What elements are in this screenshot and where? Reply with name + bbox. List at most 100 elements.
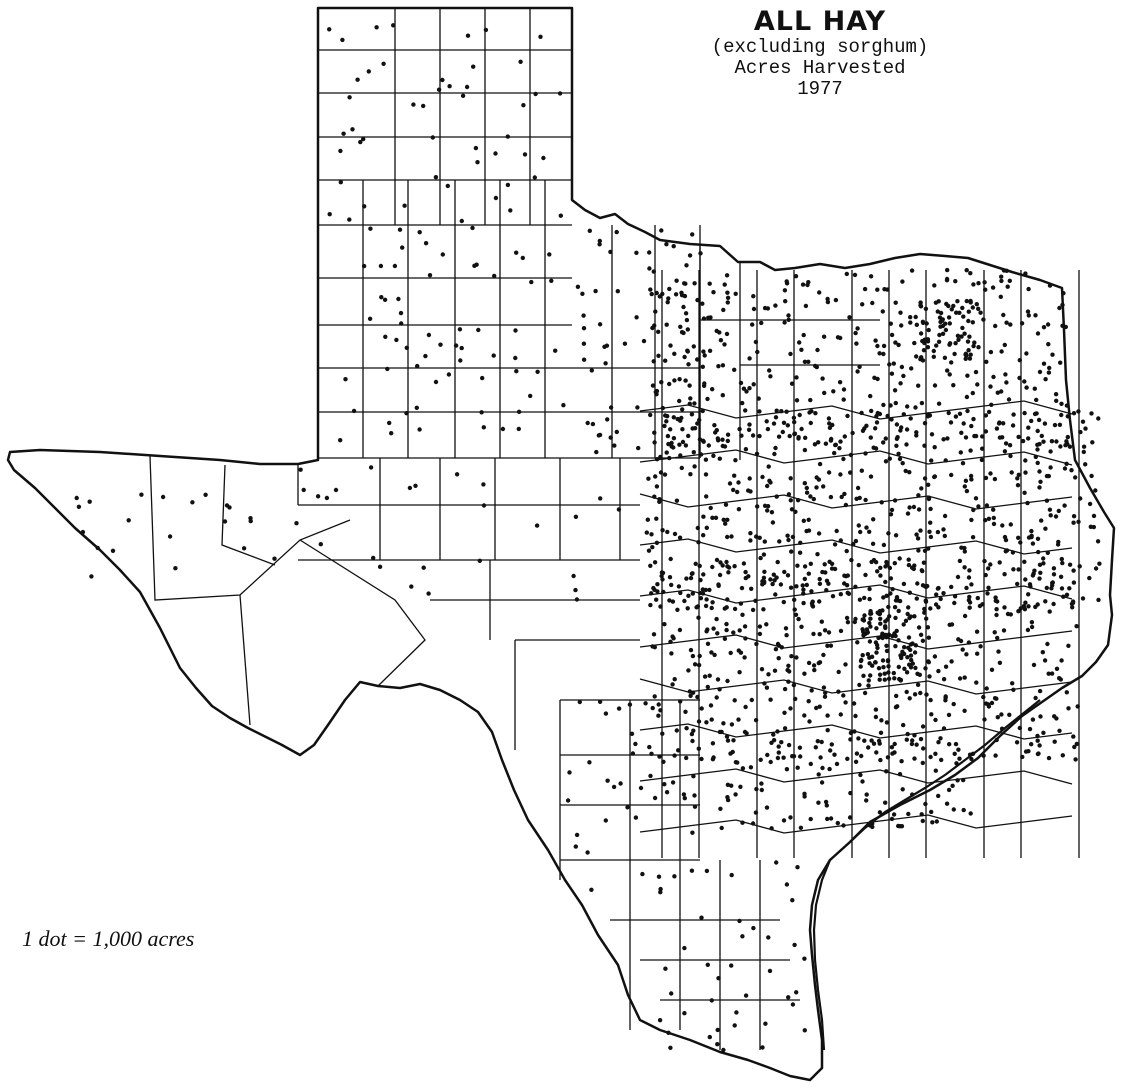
- hay-dot: [808, 397, 813, 403]
- hay-dot: [859, 753, 864, 759]
- hay-dot: [722, 636, 728, 641]
- hay-dot: [656, 874, 662, 879]
- hay-dot: [921, 746, 926, 751]
- hay-dot: [916, 507, 922, 512]
- hay-dot: [880, 309, 885, 314]
- hay-dot: [704, 629, 709, 634]
- hay-dot: [1089, 411, 1094, 416]
- hay-dot: [867, 586, 872, 592]
- hay-dot: [668, 1045, 673, 1051]
- hay-dot: [732, 698, 737, 703]
- hay-dot: [889, 371, 895, 376]
- hay-dot: [825, 728, 830, 733]
- hay-dot: [893, 533, 899, 538]
- hay-dot: [755, 349, 760, 355]
- hay-dot: [773, 303, 778, 308]
- hay-dot: [1062, 503, 1067, 508]
- hay-dot: [667, 598, 672, 603]
- hay-dot: [1062, 466, 1068, 471]
- hay-dot: [896, 664, 901, 670]
- hay-dot: [678, 453, 683, 458]
- hay-dot: [738, 601, 744, 606]
- hay-dot: [981, 317, 986, 322]
- hay-dot: [1080, 419, 1086, 424]
- hay-dot: [794, 398, 800, 403]
- hay-dot: [853, 759, 859, 764]
- hay-dot: [426, 332, 432, 338]
- hay-dot: [887, 614, 892, 619]
- hay-dot: [1035, 602, 1040, 607]
- hay-dot: [459, 345, 464, 351]
- hay-dot: [1037, 485, 1042, 490]
- hay-dot: [926, 546, 931, 551]
- county-line: [639, 449, 1073, 466]
- hay-dot: [1071, 411, 1077, 416]
- hay-dot: [769, 510, 775, 515]
- hay-dot: [750, 607, 756, 613]
- hay-dot: [1035, 536, 1041, 541]
- hay-dot: [759, 667, 765, 672]
- hay-dot: [952, 600, 957, 606]
- hay-dot: [896, 342, 901, 348]
- hay-dot: [889, 816, 895, 822]
- hay-dot: [492, 273, 497, 279]
- hay-dot: [983, 413, 989, 418]
- county-line: [639, 814, 1073, 834]
- hay-dot: [864, 627, 870, 632]
- hay-dot: [574, 597, 580, 602]
- hay-dot: [863, 497, 868, 503]
- hay-dot: [670, 780, 676, 785]
- hay-dot: [691, 450, 696, 455]
- hay-dot: [714, 557, 720, 563]
- hay-dot: [433, 175, 439, 180]
- hay-dot: [936, 668, 941, 674]
- hay-dot: [1057, 305, 1062, 311]
- hay-dot: [986, 516, 992, 521]
- hay-dot: [826, 581, 831, 586]
- hay-dot: [760, 1045, 765, 1050]
- hay-dot: [736, 507, 742, 512]
- hay-dot: [666, 296, 671, 301]
- hay-dot: [882, 677, 887, 682]
- hay-dot: [796, 616, 801, 622]
- hay-dot: [681, 304, 686, 310]
- hay-dot: [916, 625, 922, 630]
- hay-dot: [710, 741, 716, 746]
- hay-dot: [553, 348, 558, 353]
- hay-dot: [966, 640, 972, 645]
- hay-dot: [460, 93, 466, 99]
- hay-dot: [893, 705, 899, 710]
- hay-dot: [679, 465, 684, 471]
- hay-dot: [877, 810, 883, 815]
- hay-dot: [789, 381, 795, 386]
- hay-dot: [894, 443, 899, 448]
- hay-dot: [597, 238, 602, 244]
- hay-dot: [835, 820, 840, 826]
- hay-dot: [1061, 291, 1066, 296]
- hay-dot: [695, 357, 700, 362]
- hay-dot: [905, 731, 910, 737]
- hay-dot: [967, 594, 972, 600]
- hay-dot: [747, 476, 752, 481]
- hay-dot: [878, 573, 883, 578]
- hay-dot: [935, 309, 940, 314]
- hay-dot: [948, 420, 954, 425]
- hay-dot: [426, 591, 431, 596]
- hay-dot: [1055, 542, 1061, 547]
- hay-dot: [715, 631, 720, 636]
- hay-dot: [901, 622, 906, 627]
- hay-dot: [899, 323, 904, 328]
- hay-dot: [1004, 320, 1009, 325]
- hay-dot: [379, 295, 384, 300]
- hay-dot: [715, 436, 720, 441]
- hay-dot: [660, 577, 665, 582]
- hay-dot: [792, 419, 797, 425]
- hay-dot: [1009, 470, 1014, 475]
- hay-dot: [477, 558, 482, 563]
- hay-dot: [909, 657, 914, 663]
- hay-dot: [327, 212, 332, 217]
- hay-dot: [897, 676, 902, 682]
- hay-dot: [783, 626, 789, 631]
- hay-dot: [670, 599, 676, 604]
- hay-dot: [884, 720, 890, 725]
